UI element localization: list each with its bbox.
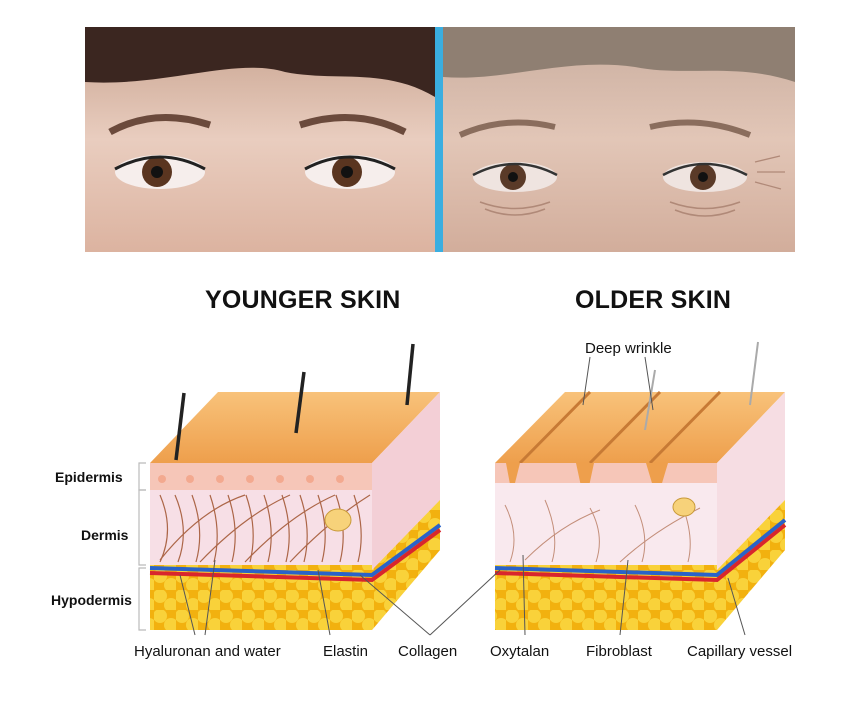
younger-artery	[149, 528, 442, 583]
skin-cross-section-diagram: Epidermis Dermis Hypodermis Deep wrinkle…	[51, 340, 792, 660]
fibroblast-label: Fibroblast	[586, 643, 653, 660]
callout-lines	[179, 356, 746, 636]
eyes-photo-comparison	[85, 27, 795, 252]
elastin-label: Elastin	[323, 643, 368, 660]
older-vein	[494, 518, 787, 578]
hair-2-icon	[294, 371, 306, 434]
hair-1-icon	[174, 392, 186, 461]
older-dermis	[495, 483, 717, 565]
hair-4-icon	[644, 369, 656, 431]
dermis-label: Dermis	[81, 527, 129, 543]
older-surface	[495, 392, 785, 463]
younger-eyes-photo	[85, 27, 435, 252]
oxytalan-label: Oxytalan	[490, 643, 549, 660]
hair-5-icon	[749, 341, 759, 406]
epidermis-label: Epidermis	[55, 469, 123, 485]
collagen-label: Collagen	[398, 643, 457, 660]
older-skin-heading: OLDER SKIN	[575, 286, 732, 314]
older-epidermis	[495, 463, 717, 483]
deep-wrinkle-label: Deep wrinkle	[585, 340, 672, 357]
hyaluronan-label: Hyaluronan and water	[134, 643, 281, 660]
older-eyes-photo	[443, 27, 795, 252]
older-artery	[494, 523, 787, 583]
younger-vein	[149, 523, 442, 578]
hair-3-icon	[405, 343, 415, 406]
hypodermis-label: Hypodermis	[51, 592, 132, 608]
younger-skin-heading: YOUNGER SKIN	[205, 286, 401, 314]
photo-divider	[435, 27, 443, 252]
layer-labels	[138, 462, 146, 631]
older-skin-block	[494, 341, 787, 630]
older-fibroblast-cell	[672, 497, 696, 517]
younger-fibroblast-cell	[324, 508, 352, 532]
capillary-vessel-label: Capillary vessel	[687, 643, 792, 660]
younger-skin-block	[149, 343, 442, 630]
